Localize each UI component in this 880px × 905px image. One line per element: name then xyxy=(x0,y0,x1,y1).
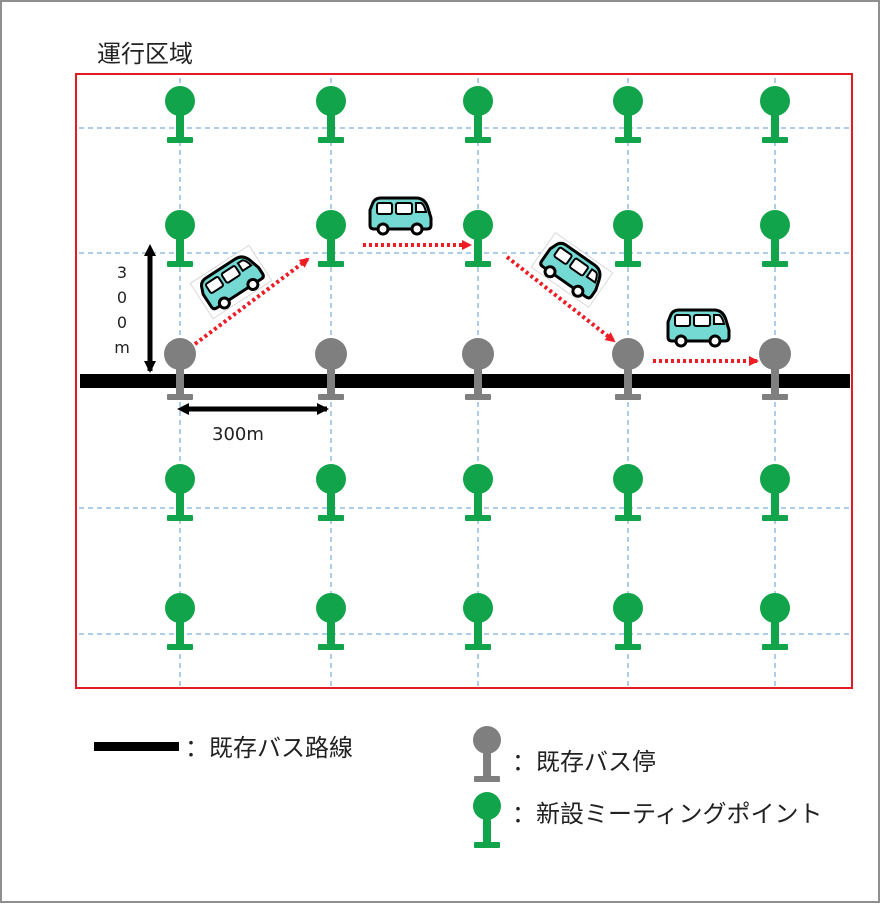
meeting-point-pin-icon xyxy=(760,86,790,143)
van-icon xyxy=(368,196,433,236)
meeting-point-pin-icon xyxy=(463,464,493,521)
meeting-point-pin-icon xyxy=(316,210,346,267)
legend-bus-route-label: ：既存バス路線 xyxy=(185,734,353,762)
van-icon xyxy=(189,244,273,320)
vans xyxy=(189,196,731,348)
meeting-point-pin-icon xyxy=(316,86,346,143)
grid-lines xyxy=(79,78,850,686)
meeting-point-pin-icon xyxy=(760,464,790,521)
meeting-point-pin-icon xyxy=(760,593,790,650)
meeting-point-pin-icon xyxy=(165,86,195,143)
meeting-point-pin-icon xyxy=(463,86,493,143)
route-arrow-segment xyxy=(505,255,616,343)
bus-stops xyxy=(164,338,791,400)
meeting-point-pin-icon xyxy=(760,210,790,267)
vertical-distance-char: 0 xyxy=(117,313,127,332)
van-icon xyxy=(530,232,614,308)
legend-bus-stop-label: ：既存バス停 xyxy=(512,748,656,776)
meeting-point-pin-icon xyxy=(165,210,195,267)
vertical-distance-char: 3 xyxy=(117,263,127,282)
meeting-point-pin-icon xyxy=(613,593,643,650)
meeting-point-pin-icon xyxy=(463,210,493,267)
vertical-distance-label: 3 0 0 m xyxy=(114,263,130,357)
service-area-border xyxy=(75,73,853,689)
horizontal-distance-label: 300m xyxy=(212,424,264,445)
area-title: 運行区域 xyxy=(97,40,193,68)
legend-bus-route-swatch xyxy=(94,742,179,751)
meeting-point-pin-icon xyxy=(165,593,195,650)
meeting-point-pin-icon xyxy=(463,593,493,650)
legend: ：既存バス路線 ：既存バス停 ：新設ミーティングポイント xyxy=(94,726,823,848)
legend-meeting-point-label: ：新設ミーティングポイント xyxy=(512,800,823,828)
bus-stop-pin-icon xyxy=(759,338,791,400)
bus-stop-pin-icon xyxy=(164,338,196,400)
vertical-distance-char: 0 xyxy=(117,288,127,307)
meeting-points xyxy=(165,86,790,650)
route-arrows xyxy=(193,240,759,366)
bus-stop-pin-icon xyxy=(315,338,347,400)
legend-bus-stop-icon xyxy=(473,726,501,782)
meeting-point-pin-icon xyxy=(613,210,643,267)
vertical-distance-char: m xyxy=(114,338,130,357)
meeting-point-pin-icon xyxy=(613,86,643,143)
meeting-point-pin-icon xyxy=(165,464,195,521)
meeting-point-pin-icon xyxy=(316,593,346,650)
bus-stop-pin-icon xyxy=(612,338,644,400)
legend-meeting-point-icon xyxy=(473,792,501,848)
van-icon xyxy=(666,308,731,348)
meeting-point-pin-icon xyxy=(613,464,643,521)
meeting-point-pin-icon xyxy=(316,464,346,521)
bus-stop-pin-icon xyxy=(462,338,494,400)
